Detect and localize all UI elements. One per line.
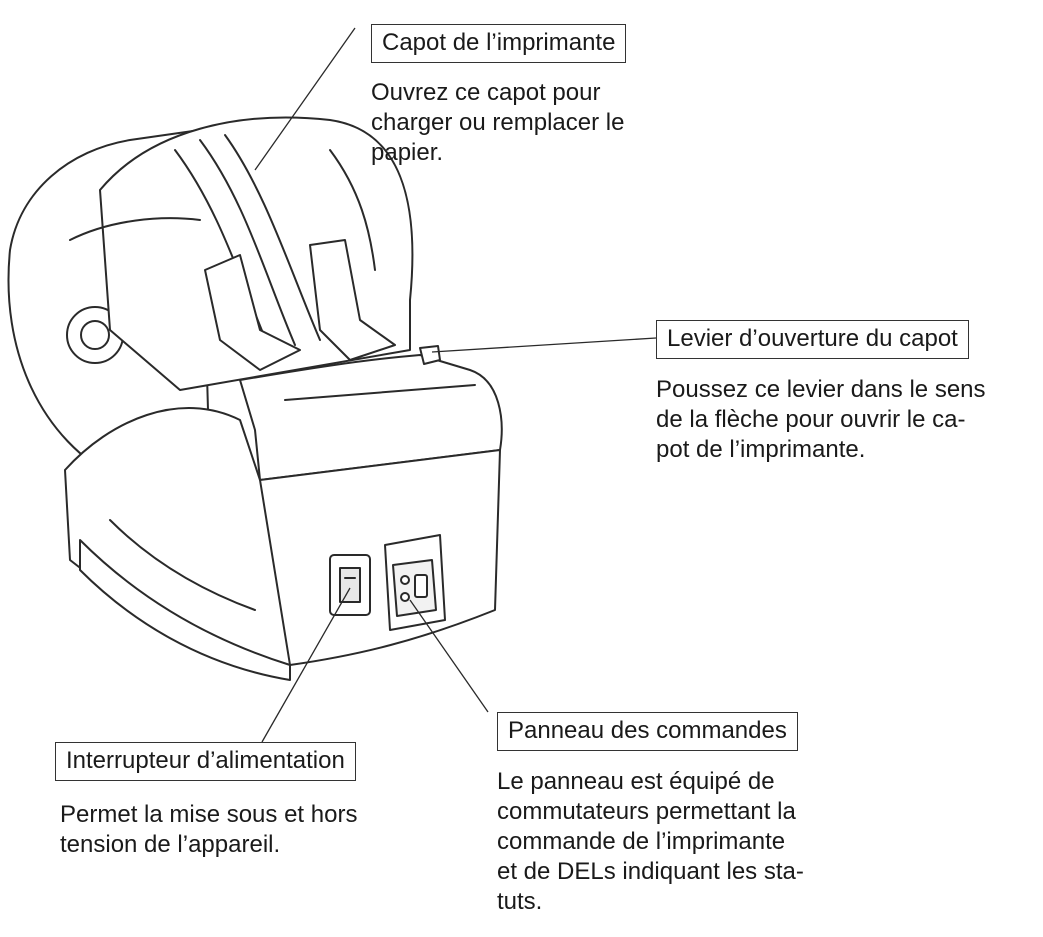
panel-desc-line-1: Le panneau est équipé de [497,767,821,797]
lever-desc-line-3: pot de l’imprimante. [656,435,1030,465]
power-desc-line-2: tension de l’appareil. [60,830,390,860]
lever-desc-line-2: de la flèche pour ouvrir le ca- [656,405,1030,435]
lever-callout-title: Levier d’ouverture du capot [656,320,969,359]
cover-desc-line-3: papier. [371,138,682,168]
hinge-knob-inner [81,321,109,349]
power-callout-title: Interrupteur d’alimentation [55,742,356,781]
cover-callout-title: Capot de l’imprimante [371,24,626,63]
power-callout-description: Permet la mise sous et hors tension de l… [60,800,390,860]
cover-open-lever [420,346,440,364]
panel-desc-line-4: et de DELs indiquant les sta- [497,857,821,887]
panel-callout-title: Panneau des commandes [497,712,798,751]
lever-callout-description: Poussez ce levier dans le sens de la flè… [656,375,1030,465]
panel-desc-line-5: tuts. [497,887,821,917]
cover-callout-description: Ouvrez ce capot pour charger ou remplace… [371,78,682,168]
panel-desc-line-2: commutateurs permettant la [497,797,821,827]
power-desc-line-1: Permet la mise sous et hors [60,800,390,830]
power-switch-rocker [340,568,360,602]
control-panel-led-1 [401,576,409,584]
lever-desc-line-1: Poussez ce levier dans le sens [656,375,1030,405]
cover-desc-line-1: Ouvrez ce capot pour [371,78,682,108]
control-panel-button [415,575,427,597]
panel-callout-description: Le panneau est équipé de commutateurs pe… [497,767,821,917]
cover-desc-line-2: charger ou remplacer le [371,108,682,138]
control-panel-led-2 [401,593,409,601]
panel-desc-line-3: commande de l’imprimante [497,827,821,857]
leader-line-lever [432,338,656,352]
